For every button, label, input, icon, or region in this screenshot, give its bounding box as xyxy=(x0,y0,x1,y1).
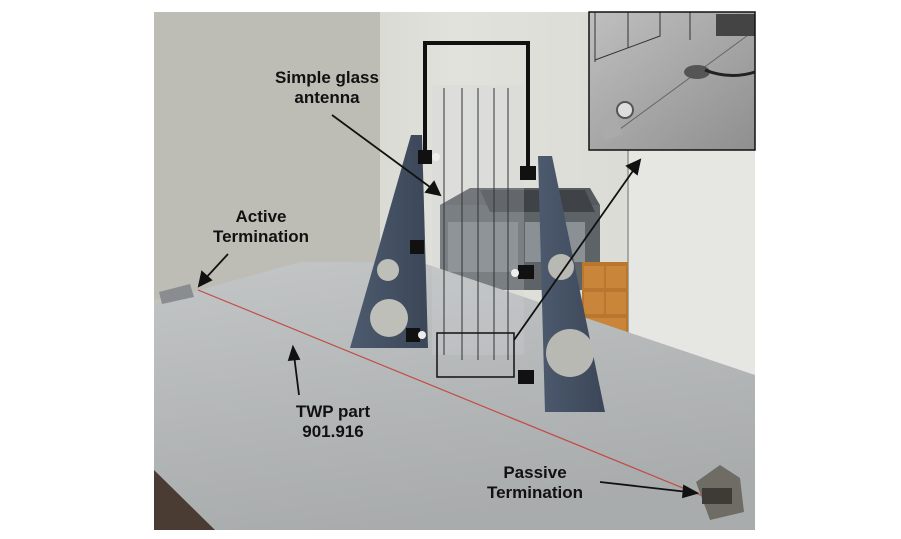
table-surface xyxy=(154,262,755,530)
label-active-termination: Active Termination xyxy=(212,207,310,246)
arrow-inset xyxy=(513,167,636,341)
passive-termination-device xyxy=(696,465,744,520)
active-termination-device xyxy=(159,284,194,304)
label-simple-glass-antenna: Simple glass antenna xyxy=(275,68,379,107)
label-twp-part: TWP part 901.916 xyxy=(295,402,371,441)
arrow-active xyxy=(203,253,229,281)
annotation-arrows xyxy=(197,114,700,499)
left-stand xyxy=(350,135,440,348)
label-passive-termination: Passive Termination xyxy=(486,463,584,502)
arrow-twp xyxy=(293,354,300,396)
twp-wire xyxy=(197,289,706,498)
zoom-region-box xyxy=(436,332,515,378)
glass-antenna xyxy=(423,41,530,360)
arrow-passive xyxy=(599,481,689,493)
inset-closeup xyxy=(588,11,756,151)
arrow-antenna xyxy=(331,114,435,191)
right-stand xyxy=(511,156,605,412)
